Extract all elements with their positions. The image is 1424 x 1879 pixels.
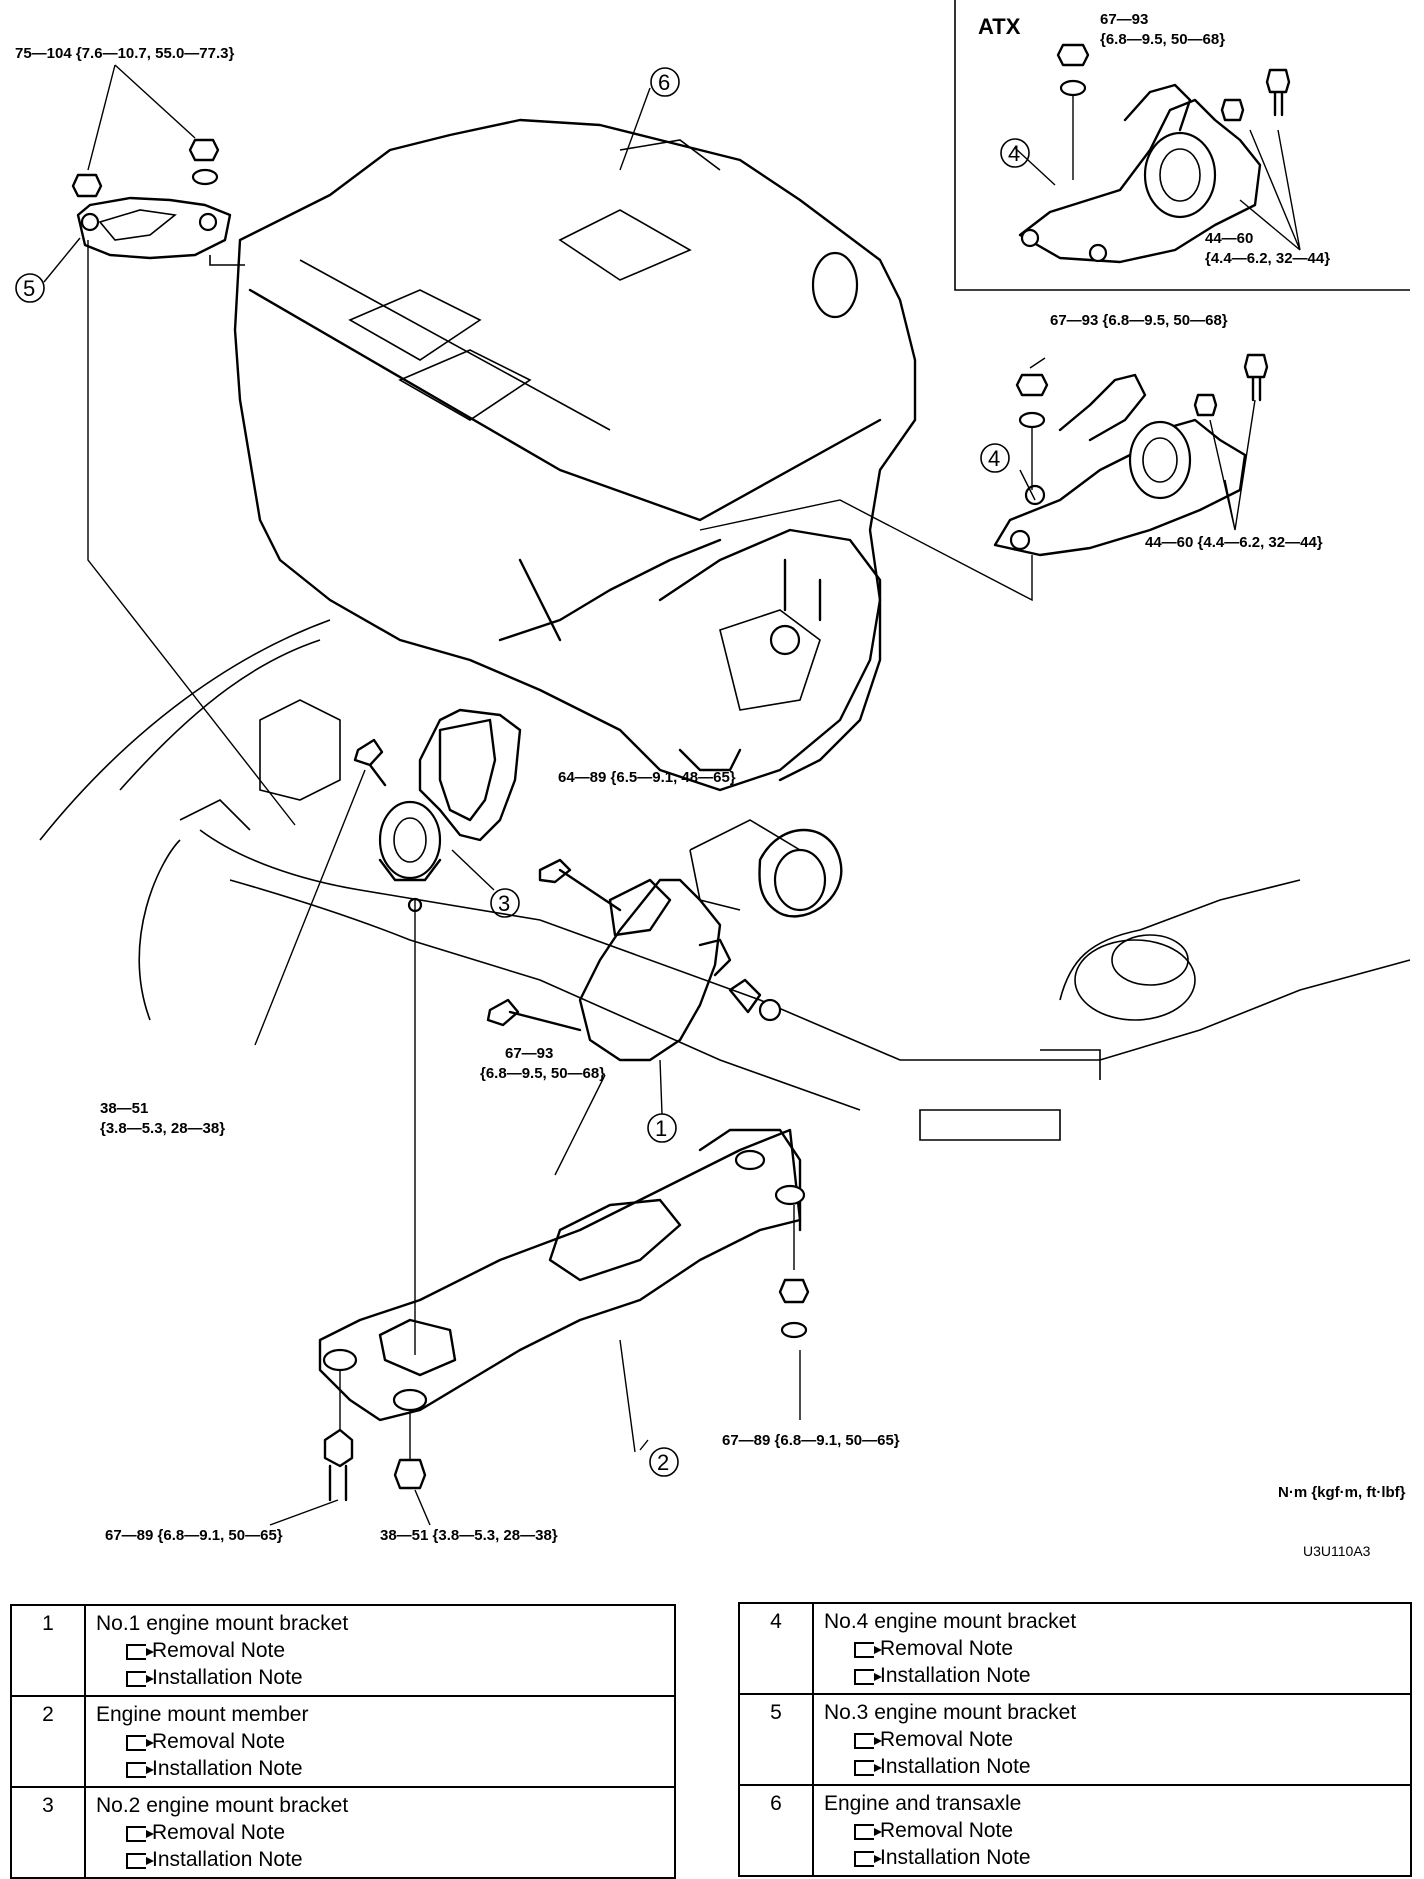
no3-torque: 75—104 {7.6—10.7, 55.0—77.3} — [15, 45, 234, 62]
no2-torque-1: 38—51 — [100, 1100, 148, 1117]
note-label: Removal Note — [880, 1819, 1014, 1842]
member-bm-torque: 38—51 {3.8—5.3, 28—38} — [380, 1527, 558, 1544]
member-right-torque: 67—89 {6.8—9.1, 50—65} — [722, 1432, 900, 1449]
no2-mount: 3 38—51 {3.8—5.3, 28—38} — [100, 708, 522, 1355]
part-name: No.4 engine mount bracket — [824, 1610, 1077, 1633]
atx-bolt-torque-2: {4.4—6.2, 32—44} — [1205, 250, 1330, 267]
atx-inset: ATX 67—93 {6.8—9.5, 50—68} 44—60 {4.4—6.… — [954, 0, 1410, 291]
reference-pointer-icon — [126, 1825, 154, 1842]
legend-item-number: 3 — [10, 1786, 86, 1879]
legend-item-number: 2 — [10, 1695, 86, 1788]
note-label: Installation Note — [880, 1755, 1031, 1778]
note-label: Removal Note — [880, 1637, 1014, 1660]
installation-note-link[interactable]: Installation Note — [824, 1753, 1400, 1780]
part-name: No.2 engine mount bracket — [96, 1794, 349, 1817]
installation-note-link[interactable]: Installation Note — [96, 1664, 664, 1691]
part-name: Engine mount member — [96, 1703, 309, 1726]
installation-note-link[interactable]: Installation Note — [824, 1662, 1400, 1689]
reference-pointer-icon — [854, 1823, 882, 1840]
note-label: Installation Note — [152, 1666, 303, 1689]
reference-pointer-icon — [126, 1670, 154, 1687]
reference-pointer-icon — [126, 1761, 154, 1778]
part-name: Engine and transaxle — [824, 1792, 1022, 1815]
reference-pointer-icon — [854, 1850, 882, 1867]
mt-bolt-torque: 44—60 {4.4—6.2, 32—44} — [1145, 534, 1323, 551]
callout-3: 3 — [498, 891, 510, 916]
installation-note-link[interactable]: Installation Note — [96, 1846, 664, 1873]
no2-torque-2: {3.8—5.3, 28—38} — [100, 1120, 225, 1137]
callout-2: 2 — [657, 1450, 669, 1475]
removal-note-link[interactable]: Removal Note — [96, 1637, 664, 1664]
installation-note-link[interactable]: Installation Note — [96, 1755, 664, 1782]
note-label: Removal Note — [152, 1821, 286, 1844]
callout-4-mt: 4 — [988, 446, 1000, 471]
removal-note-link[interactable]: Removal Note — [824, 1726, 1400, 1753]
legend-item-number: 6 — [738, 1784, 814, 1877]
note-label: Removal Note — [152, 1639, 286, 1662]
note-label: Removal Note — [880, 1728, 1014, 1751]
legend-item-number: 5 — [738, 1693, 814, 1786]
mt-nut-torque: 67—93 {6.8—9.5, 50—68} — [1050, 312, 1228, 329]
member-bl-torque: 67—89 {6.8—9.1, 50—65} — [105, 1527, 283, 1544]
part-name: No.1 engine mount bracket — [96, 1612, 349, 1635]
units-note: N·m {kgf·m, ft·lbf} — [1278, 1484, 1406, 1501]
note-label: Installation Note — [880, 1846, 1031, 1869]
legend-item-number: 1 — [10, 1604, 86, 1697]
callout-6: 6 — [658, 70, 670, 95]
note-label: Installation Note — [152, 1757, 303, 1780]
atx-bolt-torque-1: 44—60 — [1205, 230, 1253, 247]
no1-mount: 1 64—89 {6.5—9.1, 48—65} 67—93 {6.8—9.5,… — [480, 769, 843, 1176]
callout-5: 5 — [23, 276, 35, 301]
installation-note-link[interactable]: Installation Note — [824, 1844, 1400, 1871]
reference-pointer-icon — [126, 1734, 154, 1751]
removal-note-link[interactable]: Removal Note — [824, 1817, 1400, 1844]
reference-pointer-icon — [126, 1852, 154, 1869]
part-name: No.3 engine mount bracket — [824, 1701, 1077, 1724]
reference-pointer-icon — [854, 1732, 882, 1749]
no1-torque-2: {6.8—9.5, 50—68} — [480, 1065, 605, 1082]
no1-torque-1: 67—93 — [505, 1045, 553, 1062]
callout-1: 1 — [655, 1116, 667, 1141]
atx-nut-torque-1: 67—93 — [1100, 11, 1148, 28]
removal-note-link[interactable]: Removal Note — [96, 1728, 664, 1755]
atx-label: ATX — [978, 14, 1021, 39]
legend-item-number: 4 — [738, 1602, 814, 1695]
exploded-view-diagram: ATX 67—93 {6.8—9.5, 50—68} 44—60 {4.4—6.… — [15, 0, 1411, 1559]
note-label: Installation Note — [880, 1664, 1031, 1687]
note-label: Installation Note — [152, 1848, 303, 1871]
no4-mount-mt: 67—93 {6.8—9.5, 50—68} 44—60 {4.4—6.2, 3… — [699, 312, 1323, 602]
vehicle-body-outline — [39, 619, 1411, 1141]
removal-note-link[interactable]: Removal Note — [824, 1635, 1400, 1662]
reference-pointer-icon — [854, 1759, 882, 1776]
engine-and-transaxle: 6 — [233, 67, 917, 792]
no1-bolt-torque: 64—89 {6.5—9.1, 48—65} — [558, 769, 736, 786]
reference-pointer-icon — [854, 1641, 882, 1658]
removal-note-link[interactable]: Removal Note — [96, 1819, 664, 1846]
note-label: Removal Note — [152, 1730, 286, 1753]
engine-mount-member: 2 67—89 {6.8—9.1, 50—65} 67—89 {6.8—9.1,… — [105, 1128, 900, 1544]
figure-code: U3U110A3 — [1303, 1543, 1371, 1559]
reference-pointer-icon — [126, 1643, 154, 1660]
no3-mount: 75—104 {7.6—10.7, 55.0—77.3} 5 — [15, 45, 296, 826]
callout-4-atx: 4 — [1008, 141, 1020, 166]
reference-pointer-icon — [854, 1668, 882, 1685]
atx-nut-torque-2: {6.8—9.5, 50—68} — [1100, 31, 1225, 48]
